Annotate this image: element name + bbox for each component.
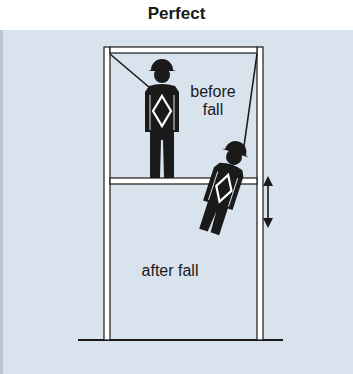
worker-after-fall [194,137,253,237]
lanyard-after [244,54,257,146]
title: Perfect [100,5,253,24]
top-bar [110,47,257,53]
panel-background [0,30,353,374]
state-label: after fall [140,262,200,280]
fall-distance-arrow [263,176,273,228]
state-label: before fall [184,83,242,118]
worker-before-fall [145,59,179,178]
right-post [257,47,263,340]
left-post [104,47,110,340]
panel-edge [0,30,3,374]
